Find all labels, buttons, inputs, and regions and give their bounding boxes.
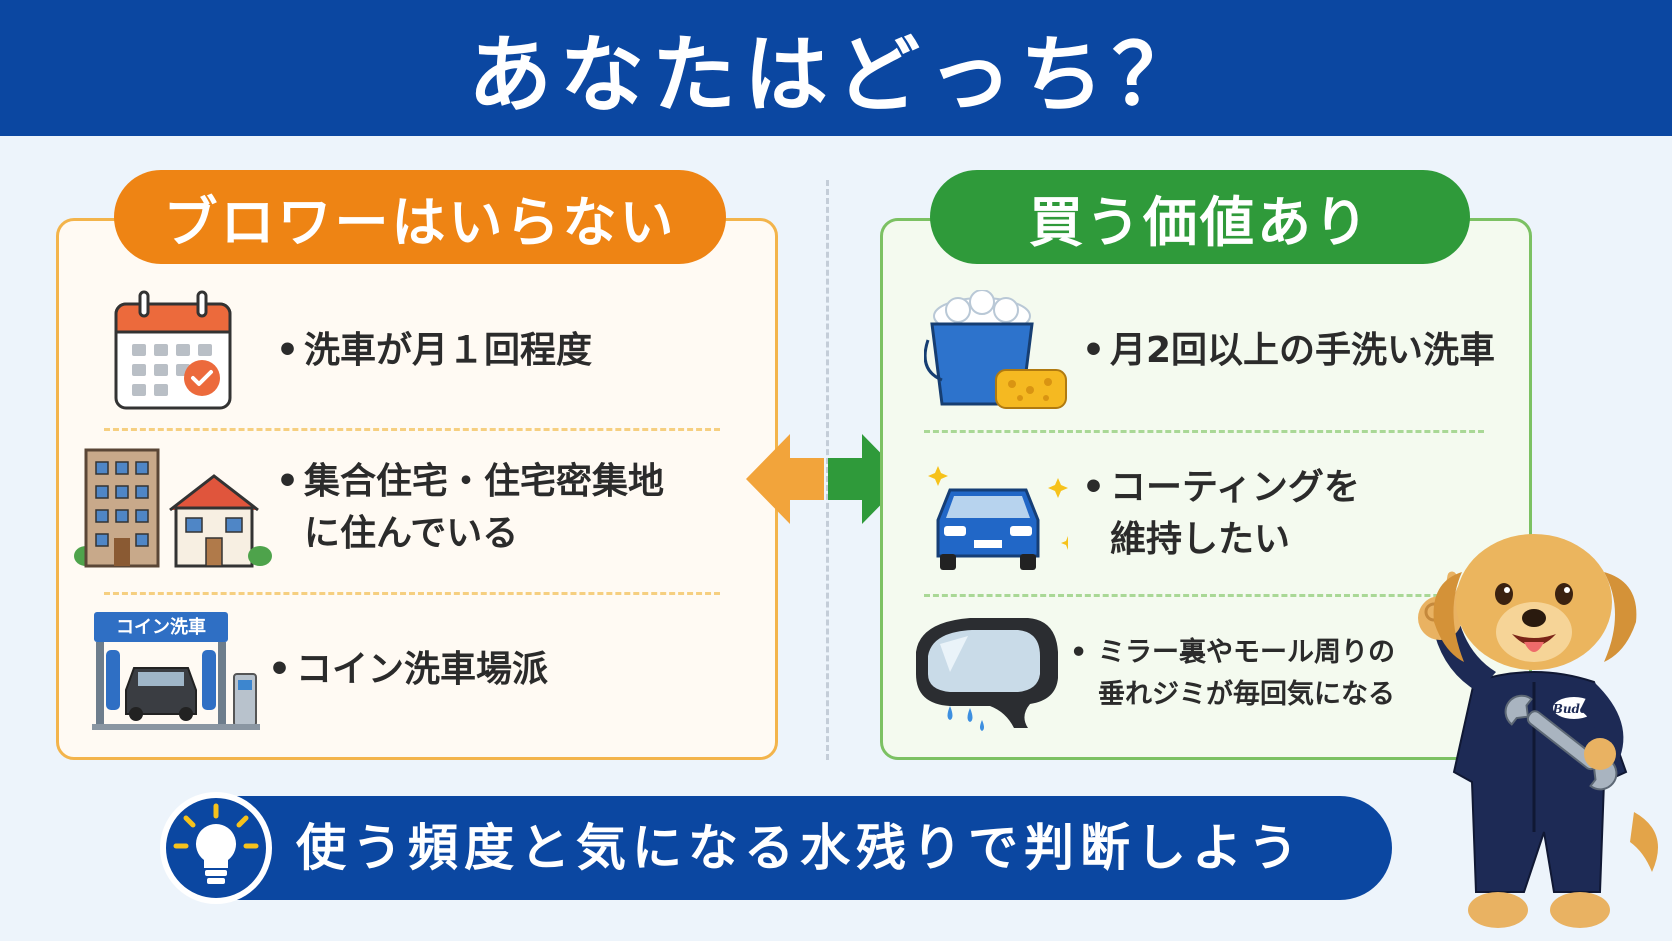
car-wash-sign: コイン洗車 (116, 616, 206, 638)
center-divider (826, 180, 829, 760)
left-item-2-text: • 集合住宅・住宅密集地 に住んでいる (276, 461, 665, 554)
versus-arrows-icon (746, 434, 906, 524)
right-divider-1 (924, 430, 1484, 433)
bottom-message-bar: 使う頻度と気になる水残りで判断しよう (168, 796, 1392, 900)
left-heading: ブロワーはいらない (163, 190, 677, 254)
bottom-message: 使う頻度と気になる水残りで判断しよう (296, 819, 1304, 877)
right-item-1: • 月2回以上の手洗い洗車 (924, 290, 1495, 412)
coin-car-wash-icon: コイン洗車 (92, 612, 260, 730)
right-item-2: • コーティングを 維持したい (924, 456, 1360, 572)
left-item-1-text: • 洗車が月１回程度 (276, 330, 593, 371)
right-divider-2 (924, 594, 1484, 597)
left-divider-2 (104, 592, 720, 595)
side-mirror-drip-icon (916, 618, 1058, 731)
page-title: あなたはどっち？ (467, 25, 1204, 124)
left-item-1: • 洗車が月１回程度 (112, 290, 592, 412)
left-item-3-text: • コイン洗車場派 (268, 649, 549, 690)
header-banner: あなたはどっち？ (0, 0, 1672, 136)
right-item-3-text: • ミラー裏やモール周りの 垂れジミが毎回気になる (1070, 637, 1395, 710)
right-heading: 買う価値あり (1029, 190, 1371, 254)
left-divider-1 (104, 428, 720, 431)
mascot-dog: Buddy (1418, 534, 1658, 928)
shiny-car-icon (928, 466, 1068, 570)
right-item-1-text: • 月2回以上の手洗い洗車 (1082, 330, 1496, 371)
apartment-house-icon (74, 448, 272, 568)
left-item-2: • 集合住宅・住宅密集地 に住んでいる (72, 446, 664, 570)
right-heading-pill: 買う価値あり (930, 170, 1470, 264)
calendar-icon (114, 290, 232, 410)
left-heading-pill: ブロワーはいらない (114, 170, 726, 264)
right-item-3: • ミラー裏やモール周りの 垂れジミが毎回気になる (910, 612, 1395, 736)
bulb-badge (160, 792, 272, 904)
left-item-3: コイン洗車 • コイン洗車場派 (92, 610, 548, 730)
lightbulb-icon (173, 803, 259, 884)
bucket-sponge-icon (924, 290, 1067, 409)
right-item-2-text: • コーティングを 維持したい (1082, 467, 1360, 560)
